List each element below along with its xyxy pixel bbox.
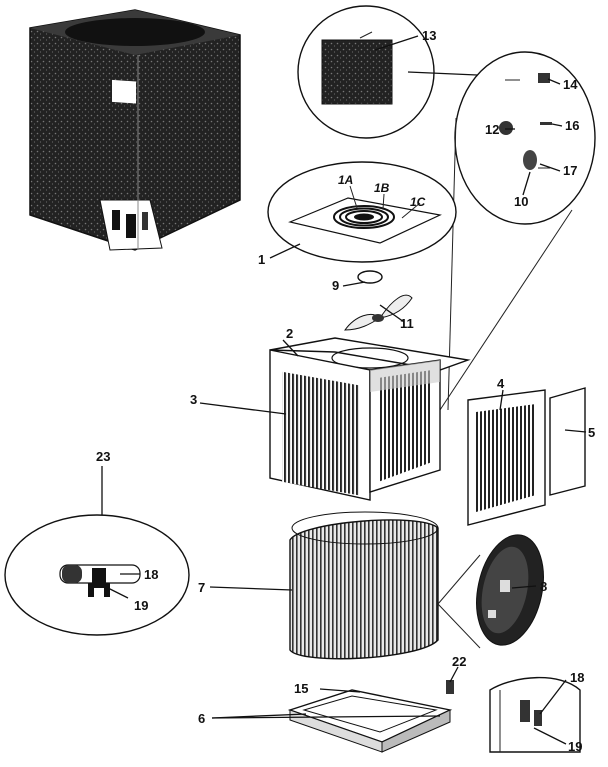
base-pan bbox=[287, 689, 453, 753]
condenser-coil bbox=[289, 511, 439, 660]
assembled-unit-image bbox=[29, 9, 241, 251]
label-16: 16 bbox=[565, 118, 579, 133]
label-3: 3 bbox=[190, 392, 197, 407]
access-panel bbox=[549, 387, 586, 496]
part-22 bbox=[446, 680, 454, 694]
reversing-valve-detail bbox=[4, 514, 190, 636]
label-8: 8 bbox=[540, 579, 547, 594]
label-15: 15 bbox=[294, 681, 308, 696]
label-1c: 1C bbox=[410, 195, 426, 209]
label-7: 7 bbox=[198, 580, 205, 595]
label-12: 12 bbox=[485, 122, 499, 137]
fan-nut bbox=[357, 270, 383, 284]
side-panel bbox=[467, 389, 546, 526]
electrical-parts-detail bbox=[454, 51, 596, 225]
label-22: 22 bbox=[452, 654, 466, 669]
label-13: 13 bbox=[422, 28, 436, 43]
label-5: 5 bbox=[588, 425, 595, 440]
label-17: 17 bbox=[563, 163, 577, 178]
label-18-left: 18 bbox=[144, 567, 158, 582]
label-2: 2 bbox=[286, 326, 293, 341]
label-23: 23 bbox=[96, 449, 110, 464]
valve-inset bbox=[489, 676, 581, 753]
label-11: 11 bbox=[400, 316, 414, 331]
label-18-right: 18 bbox=[570, 670, 584, 685]
label-10: 10 bbox=[514, 194, 528, 209]
label-1a: 1A bbox=[338, 173, 353, 187]
label-4: 4 bbox=[497, 376, 505, 391]
label-1b: 1B bbox=[374, 181, 390, 195]
label-1: 1 bbox=[258, 252, 265, 267]
label-14: 14 bbox=[563, 77, 578, 92]
compressor bbox=[476, 534, 544, 646]
control-board-detail bbox=[297, 5, 435, 139]
label-9: 9 bbox=[332, 278, 339, 293]
top-cover-detail bbox=[267, 161, 457, 263]
fan-blade bbox=[344, 294, 413, 331]
cabinet-panel-assembly bbox=[269, 337, 471, 501]
label-19-left: 19 bbox=[134, 598, 148, 613]
leader-13 bbox=[374, 35, 419, 51]
label-19-right: 19 bbox=[568, 739, 582, 754]
label-6: 6 bbox=[198, 711, 205, 726]
